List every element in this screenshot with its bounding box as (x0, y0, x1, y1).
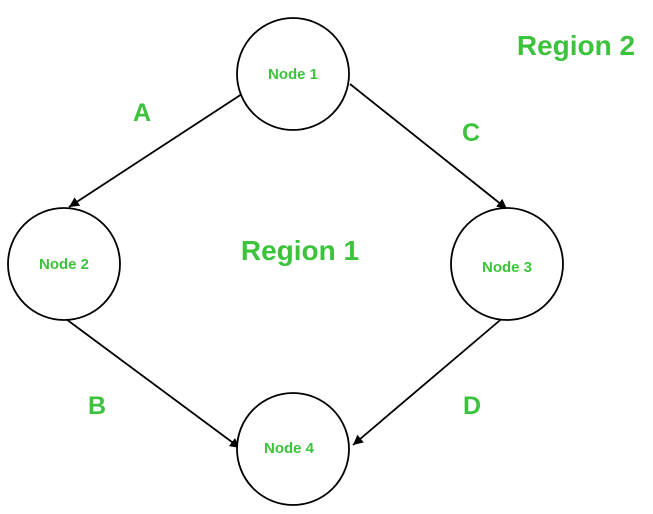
node-3: Node 3 (450, 207, 564, 321)
edge-a-arrow (68, 91, 246, 208)
region-2-label: Region 2 (517, 30, 635, 61)
edge-c-arrow (349, 83, 508, 210)
node-1: Node 1 (236, 17, 350, 131)
edge-d-arrow (352, 315, 506, 446)
node-4: Node 4 (236, 392, 350, 506)
node-2-label: Node 2 (39, 256, 89, 273)
node-4-label: Node 4 (264, 440, 315, 457)
node-3-label: Node 3 (482, 259, 532, 276)
edge-c-label: C (462, 119, 480, 147)
edge-d-label: D (463, 392, 481, 420)
edge-b-label: B (88, 392, 106, 420)
node-2: Node 2 (7, 207, 121, 321)
edge-b-arrow (65, 318, 241, 449)
edge-a-label: A (133, 99, 151, 127)
node-1-label: Node 1 (268, 66, 318, 83)
region-1-label: Region 1 (241, 235, 359, 266)
